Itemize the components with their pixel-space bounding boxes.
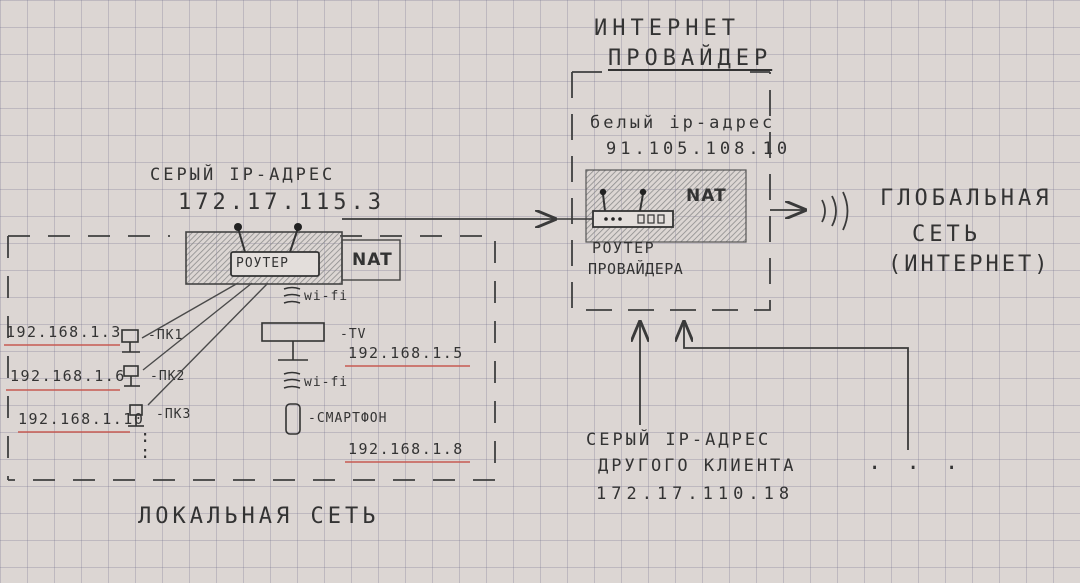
tv-ip: 192.168.1.5	[348, 344, 464, 362]
smartphone-ip: 192.168.1.8	[348, 440, 464, 458]
wifi-icon	[283, 371, 301, 389]
other-client-links	[640, 322, 909, 450]
wifi-icon	[283, 286, 301, 304]
white-ip-value: 91.105.108.10	[606, 139, 792, 159]
global-network-line2: СЕТЬ	[912, 222, 981, 247]
home-router-block	[185, 223, 401, 285]
tv-icon	[261, 322, 325, 361]
more-pcs-dots: :	[140, 427, 154, 447]
pc3-name: -ПКЗ	[156, 407, 192, 422]
white-ip-label: белый ip-адрес	[590, 113, 776, 133]
smartphone-icon	[285, 403, 301, 435]
isp-title-line1: ИНТЕРНЕТ	[594, 16, 740, 41]
pc1-ip: 192.168.1.3	[6, 323, 122, 341]
local-network-boundary	[7, 235, 496, 481]
home-nat-label: NAT	[352, 250, 393, 270]
pc2-name: -ПК2	[150, 369, 186, 384]
ip-underlines	[4, 344, 470, 463]
other-client-line1: СЕРЫЙ IP-АДРЕС	[586, 430, 772, 450]
wired-links	[141, 282, 269, 406]
pc2-ip: 192.168.1.6	[10, 367, 126, 385]
isp-nat-label: NAT	[686, 186, 727, 206]
isp-router-label-line2: ПРОВАЙДЕРА	[588, 260, 684, 278]
isp-title-line2: ПРОВАЙДЕР	[608, 46, 773, 71]
global-network-line3: (ИНТЕРНЕТ)	[888, 252, 1051, 277]
isp-router-label-line1: РОУТЕР	[592, 239, 656, 257]
other-client-ip: 172.17.110.18	[596, 484, 795, 504]
pc1-name: -ПК1	[148, 328, 184, 343]
isp-boundary	[571, 71, 771, 311]
home-router-label: РОУТЕР	[236, 256, 289, 271]
smartphone-name: -СМАРТФОН	[308, 411, 388, 426]
more-clients-ellipsis: . . .	[868, 450, 965, 475]
other-client-line2: ДРУГОГО КЛИЕНТА	[598, 456, 797, 476]
grey-ip-label: СЕРЫЙ IP-АДРЕС	[150, 165, 336, 185]
global-network-line1: ГЛОБАЛЬНАЯ	[880, 186, 1053, 211]
wifi-label-2: wi-fi	[304, 375, 349, 390]
more-pcs-dots: :	[140, 443, 154, 463]
wifi-label-1: wi-fi	[304, 289, 349, 304]
local-network-label: ЛОКАЛЬНАЯ СЕТЬ	[138, 504, 380, 529]
global-link	[770, 191, 849, 231]
pc3-ip: 192.168.1.10	[18, 410, 145, 428]
grey-ip-value: 172.17.115.3	[178, 190, 385, 215]
tv-name: -TV	[340, 327, 367, 342]
pc-icons	[121, 329, 144, 427]
isp-router-block	[585, 169, 747, 243]
